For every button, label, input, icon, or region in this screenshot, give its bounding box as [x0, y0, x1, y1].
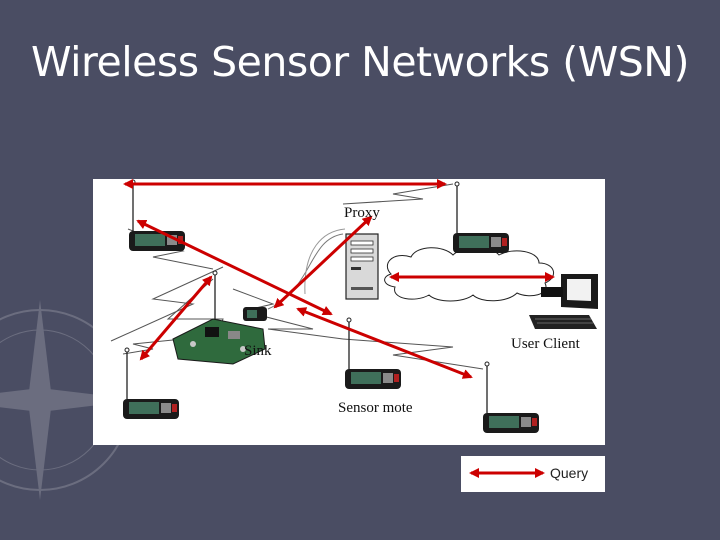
slide-title: Wireless Sensor Networks (WSN) — [31, 38, 689, 86]
legend-query-label: Query — [550, 465, 589, 481]
sensor-mote-label: Sensor mote — [338, 400, 413, 416]
wsn-diagram-drawing — [110, 179, 598, 434]
user-client-label: User Client — [511, 336, 580, 352]
legend: Query — [461, 456, 605, 492]
internet-cloud-icon — [384, 247, 554, 302]
wsn-diagram: Proxy Sink User Client Sensor mote — [93, 179, 605, 445]
user-client-computer-icon — [529, 274, 598, 329]
proxy-server-icon — [345, 233, 379, 300]
sink-label: Sink — [244, 343, 272, 359]
sensor-mote-bottom-right — [482, 361, 540, 434]
proxy-label: Proxy — [344, 205, 380, 221]
legend-query-arrow — [469, 468, 545, 478]
query-arrows — [123, 179, 555, 379]
sensor-mote-bottom-left — [122, 347, 180, 420]
sensor-mote-top-right — [452, 181, 510, 254]
sensor-mote-bottom-center — [344, 317, 402, 390]
